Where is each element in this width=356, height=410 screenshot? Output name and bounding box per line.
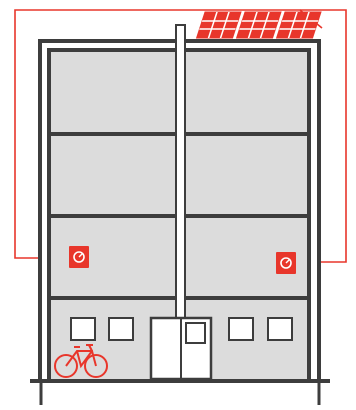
- solar-panel-icon: [235, 11, 282, 39]
- solar-panel-icon: [275, 11, 322, 39]
- solar-panel-icon: [195, 11, 242, 39]
- meter-icon: [276, 252, 296, 274]
- bicycle-icon: [54, 344, 108, 378]
- electricity-meters: [69, 246, 296, 274]
- window: [108, 317, 134, 341]
- solar-panels: [195, 11, 322, 39]
- window: [70, 317, 96, 341]
- ground-floor-details: [70, 316, 293, 381]
- meter-icon: [69, 246, 89, 268]
- door-icon: [149, 316, 213, 381]
- wire-right: [297, 9, 347, 263]
- chimney: [175, 24, 186, 322]
- window: [228, 317, 254, 341]
- window: [267, 317, 293, 341]
